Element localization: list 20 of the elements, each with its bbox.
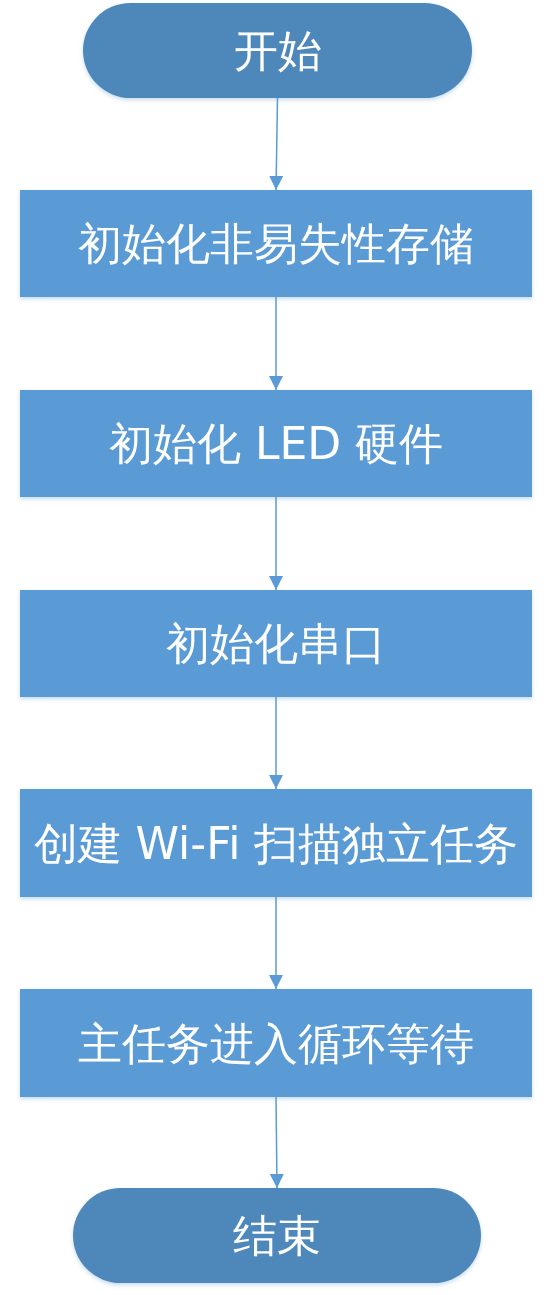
process-box [20,989,532,1097]
node-label: 创建 Wi-Fi 扫描独立任务 [33,816,519,871]
arrow [269,97,284,191]
node-label: 初始化串口 [166,617,386,671]
arrow [269,896,283,990]
terminal-pill [73,1188,481,1283]
terminal-pill [83,3,472,98]
arrow [269,296,283,391]
node-label: 初始化 LED 硬件 [108,417,444,471]
node-label: 主任务进入循环等待 [78,1016,474,1071]
arrow [269,696,283,790]
node-label: 结束 [233,1209,321,1263]
process-box [20,190,532,297]
process-box [20,590,532,697]
arrow [269,496,283,591]
node-label: 开始 [233,24,322,78]
node-label: 初始化非易失性存储 [78,217,474,271]
process-box [20,390,532,497]
arrow [269,1096,284,1189]
process-box [20,789,532,897]
